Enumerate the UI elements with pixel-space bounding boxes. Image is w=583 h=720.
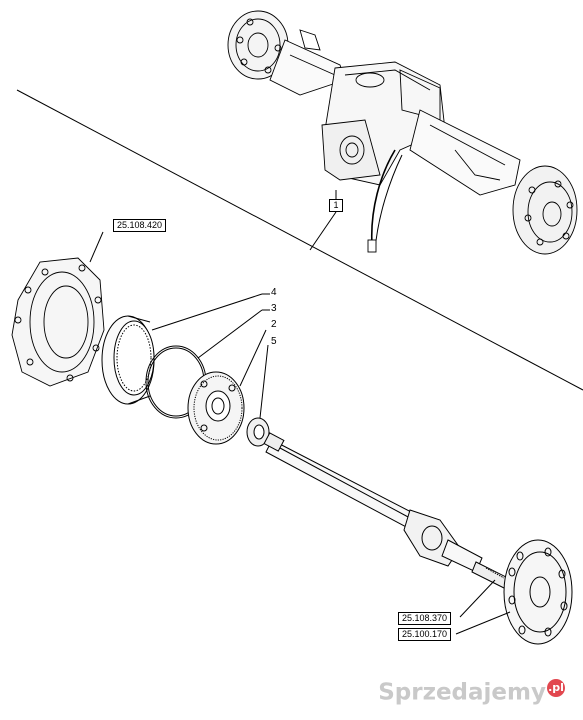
drive-shaft [263, 432, 513, 591]
reference-label-shaft: 25.108.370 [398, 612, 452, 625]
ring-gear [101, 315, 155, 405]
thrust-washer [246, 417, 270, 447]
axle-assembly [227, 10, 578, 255]
reference-label-wheel: 25.100.170 [398, 628, 452, 641]
planet-carrier [187, 371, 245, 445]
section-divider-line [16, 89, 583, 391]
wheel-flange [503, 539, 573, 645]
callout-number-2: 2 [271, 319, 277, 330]
cable-harness [370, 149, 396, 246]
callout-number-3: 3 [271, 303, 277, 314]
callout-number-4: 4 [271, 287, 277, 298]
site-watermark: Sprzedajemy.pl [378, 679, 565, 706]
watermark-text: Sprzedajemy [378, 680, 546, 706]
callout-number-5: 5 [271, 336, 277, 347]
watermark-tld-badge: .pl [547, 679, 565, 698]
hub-housing-cover [11, 257, 105, 387]
reference-label-housing: 25.108.420 [113, 219, 167, 232]
callout-box-1: 1 [329, 199, 343, 212]
